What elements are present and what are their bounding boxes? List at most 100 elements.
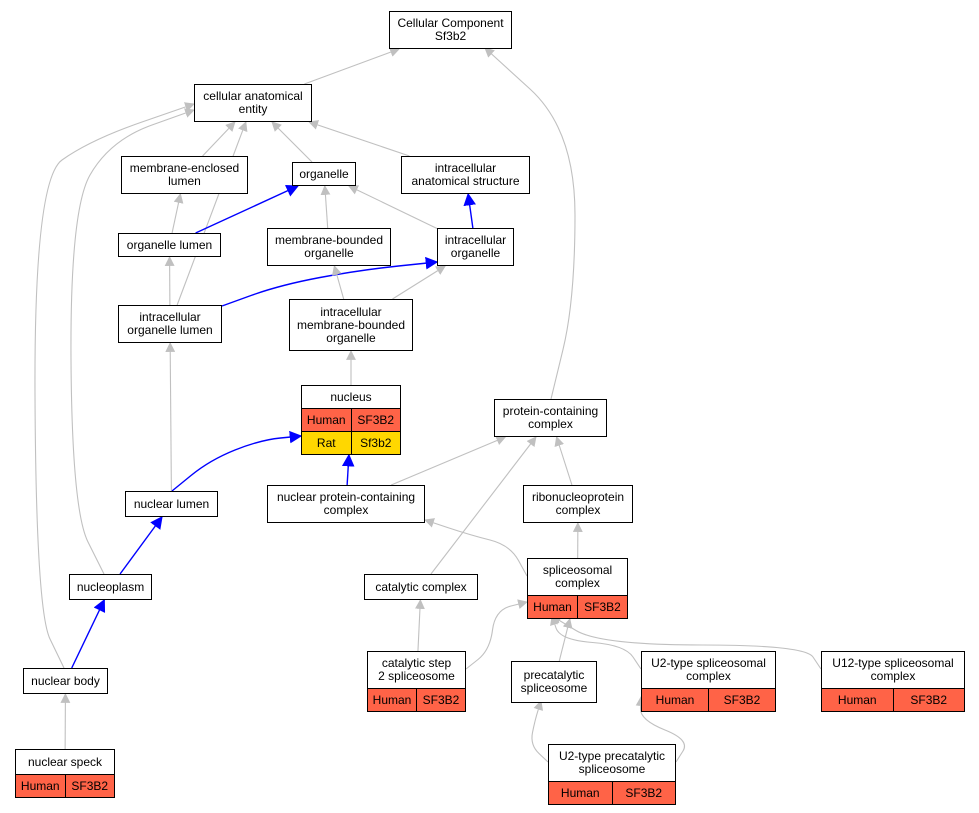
edge-is-a-rnp-to-pcc bbox=[554, 436, 573, 486]
go-term-label: ribonucleoprotein complex bbox=[531, 490, 625, 517]
edge-is-a-cs2-to-splc bbox=[465, 599, 528, 670]
edge-part-of-nbody-to-nucleoplasm bbox=[71, 598, 106, 669]
go-term-cc[interactable]: Cellular Component Sf3b2 bbox=[389, 11, 512, 49]
go-term-nbody[interactable]: nuclear body bbox=[23, 668, 108, 694]
go-term-iol[interactable]: intracellular organelle lumen bbox=[118, 305, 222, 343]
edge-is-a-mbo-to-org bbox=[320, 185, 331, 229]
edge-part-of-io-to-ias bbox=[463, 192, 476, 229]
go-term-orglum[interactable]: organelle lumen bbox=[118, 233, 221, 257]
go-term-label: membrane-bounded organelle bbox=[274, 233, 384, 260]
gene-cell: SF3B2 bbox=[577, 596, 627, 618]
go-term-label: cellular anatomical entity bbox=[203, 89, 303, 116]
go-term-mel[interactable]: membrane-enclosed lumen bbox=[121, 156, 248, 194]
edge-is-a-nuclum-to-iol bbox=[165, 342, 176, 492]
go-term-npcc[interactable]: nuclear protein-containing complex bbox=[267, 485, 425, 523]
gene-cell: SF3B2 bbox=[708, 689, 775, 711]
edge-part-of-npcc-to-nucleus bbox=[341, 453, 355, 486]
go-term-label: spliceosomal complex bbox=[542, 563, 613, 590]
gene-cell: SF3B2 bbox=[611, 782, 675, 804]
species-cell: Human bbox=[642, 689, 708, 711]
go-term-rnp[interactable]: ribonucleoprotein complex bbox=[523, 485, 633, 523]
edge-is-a-u2pre-to-pre bbox=[531, 700, 549, 763]
edge-is-a-nucleoplasm-to-cae bbox=[70, 108, 195, 575]
go-term-label: intracellular anatomical structure bbox=[411, 161, 520, 188]
edge-is-a-mel-to-cae bbox=[202, 121, 236, 157]
go-term-pre[interactable]: precatalytic spliceosome bbox=[511, 661, 597, 703]
go-term-label: U12-type spliceosomal complex bbox=[832, 656, 954, 683]
go-term-label: Cellular Component Sf3b2 bbox=[397, 16, 504, 43]
edge-is-a-u2pre-to-u2 bbox=[635, 696, 686, 763]
gene-cell: SF3B2 bbox=[416, 689, 465, 711]
go-term-pcc[interactable]: protein-containing complex bbox=[494, 399, 607, 437]
edge-is-a-ias-to-cae bbox=[308, 120, 410, 157]
go-term-org[interactable]: organelle bbox=[292, 162, 356, 186]
go-term-label: catalytic complex bbox=[375, 579, 467, 594]
edge-is-a-nbody-to-cae bbox=[34, 102, 195, 669]
species-cell: Human bbox=[368, 689, 416, 711]
go-term-catc[interactable]: catalytic complex bbox=[364, 574, 478, 600]
go-term-label: precatalytic spliceosome bbox=[520, 668, 588, 695]
gene-cell: SF3B2 bbox=[892, 689, 964, 711]
go-term-nuclum[interactable]: nuclear lumen bbox=[125, 491, 218, 517]
go-term-label: intracellular organelle bbox=[444, 233, 507, 260]
go-term-label: nucleoplasm bbox=[76, 579, 145, 594]
species-cell: Rat bbox=[302, 432, 351, 454]
go-term-ias[interactable]: intracellular anatomical structure bbox=[401, 156, 530, 194]
go-term-cae[interactable]: cellular anatomical entity bbox=[194, 84, 312, 122]
edge-is-a-cae-to-cc bbox=[304, 47, 401, 85]
gene-cell: SF3B2 bbox=[64, 775, 114, 797]
edge-is-a-iol-to-cae bbox=[176, 121, 248, 306]
species-cell: Human bbox=[528, 596, 577, 618]
go-term-label: nuclear lumen bbox=[133, 496, 210, 511]
go-term-label: intracellular organelle lumen bbox=[127, 310, 213, 337]
edge-is-a-splc-to-npcc bbox=[424, 518, 528, 577]
species-cell: Human bbox=[302, 409, 351, 431]
go-term-label: catalytic step 2 spliceosome bbox=[378, 656, 455, 683]
edge-is-a-pcc-to-cc bbox=[484, 47, 576, 400]
go-term-label: intracellular membrane-bounded organelle bbox=[296, 304, 406, 345]
go-term-label: nuclear speck bbox=[27, 754, 103, 769]
go-term-label: nuclear protein-containing complex bbox=[276, 490, 416, 517]
go-term-label: nuclear body bbox=[31, 673, 100, 688]
go-term-imbo[interactable]: intracellular membrane-bounded organelle bbox=[289, 299, 413, 351]
edge-part-of-nuclum-to-nucleus bbox=[171, 430, 303, 492]
go-term-nucleoplasm[interactable]: nucleoplasm bbox=[69, 574, 152, 600]
go-term-io[interactable]: intracellular organelle bbox=[437, 228, 514, 266]
species-cell: Human bbox=[16, 775, 65, 797]
go-term-label: U2-type spliceosomal complex bbox=[651, 656, 766, 683]
edge-is-a-orglum-to-mel bbox=[171, 193, 184, 234]
edge-is-a-imbo-to-mbo bbox=[332, 265, 345, 300]
go-term-label: organelle bbox=[299, 166, 349, 181]
go-term-label: U2-type precatalytic spliceosome bbox=[558, 749, 666, 776]
go-term-label: protein-containing complex bbox=[502, 404, 599, 431]
edge-is-a-io-to-org bbox=[348, 185, 438, 229]
go-term-label: membrane-enclosed lumen bbox=[129, 161, 240, 188]
species-cell: Human bbox=[822, 689, 893, 711]
edge-part-of-nucleoplasm-to-nuclum bbox=[119, 515, 163, 575]
gene-cell: SF3B2 bbox=[350, 409, 400, 431]
edge-is-a-catc-to-pcc bbox=[430, 436, 537, 575]
edge-is-a-imbo-to-io bbox=[392, 265, 447, 300]
edge-is-a-npcc-to-pcc bbox=[390, 435, 507, 486]
go-term-mbo[interactable]: membrane-bounded organelle bbox=[267, 228, 391, 266]
edge-is-a-cs2-to-catc bbox=[415, 599, 425, 652]
edge-is-a-u12-to-splc bbox=[551, 615, 822, 670]
species-cell: Human bbox=[549, 782, 612, 804]
edge-part-of-orglum-to-org bbox=[195, 185, 300, 234]
go-term-label: nucleus bbox=[330, 389, 372, 404]
